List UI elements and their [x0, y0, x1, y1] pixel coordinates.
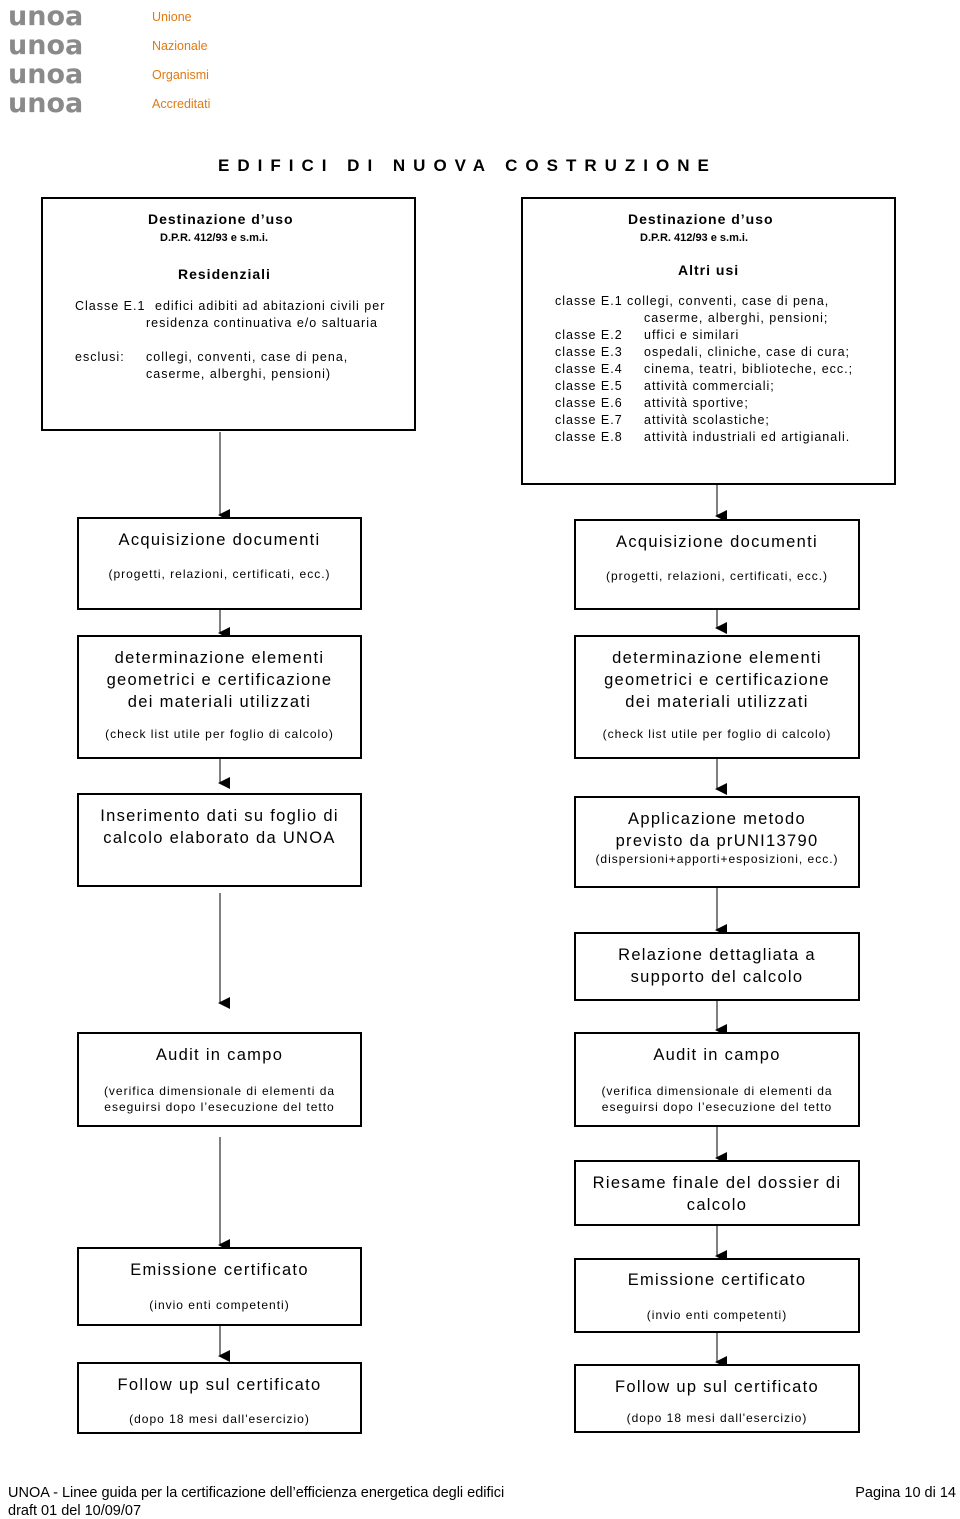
- step-title: calcolo: [686, 1196, 748, 1214]
- step-title: previsto da prUNI13790: [615, 832, 819, 850]
- step-title: determinazione elementi: [114, 649, 325, 667]
- step-applicazione-metodo: Applicazione metodo previsto da prUNI137…: [574, 796, 860, 888]
- class-label: classe E.3: [555, 345, 623, 359]
- logo-brand: unoa: [8, 59, 84, 90]
- other-use-box: Destinazione d’uso D.P.R. 412/93 e s.m.i…: [521, 197, 896, 485]
- step-note: (dispersioni+apporti+esposizioni, ecc.): [595, 852, 839, 866]
- step-title: Acquisizione documenti: [118, 531, 321, 549]
- step-title: dei materiali utilizzati: [625, 693, 809, 711]
- class-text: collegi, conventi, case di pena,: [627, 294, 830, 308]
- class-text: edifici adibiti ad abitazioni civili per: [155, 299, 386, 313]
- step-title: supporto del calcolo: [630, 968, 804, 986]
- step-note: eseguirsi dopo l’esecuzione del tetto: [104, 1100, 335, 1114]
- class-label: Classe E.1: [75, 299, 146, 313]
- class-text: ospedali, cliniche, case di cura;: [644, 345, 851, 359]
- box-reference: D.P.R. 412/93 e s.m.i.: [160, 232, 269, 244]
- residential-use-box: Destinazione d’uso D.P.R. 412/93 e s.m.i…: [41, 197, 416, 431]
- class-text: uffici e similari: [644, 328, 740, 342]
- class-text: attività sportive;: [644, 396, 749, 410]
- class-label: classe E.1: [555, 294, 623, 308]
- step-note: (check list utile per foglio di calcolo): [105, 727, 334, 741]
- category-label: Residenziali: [178, 266, 271, 282]
- step-note: (verifica dimensionale di elementi da: [103, 1084, 336, 1098]
- step-note: (dopo 18 mesi dall'esercizio): [129, 1412, 310, 1426]
- excluded-text: collegi, conventi, case di pena,: [146, 350, 349, 364]
- step-title: Audit in campo: [155, 1046, 284, 1064]
- step-title: Acquisizione documenti: [616, 533, 818, 551]
- step-title: Emissione certificato: [627, 1271, 807, 1289]
- step-note: (dopo 18 mesi dall'esercizio): [626, 1411, 808, 1425]
- class-text: cinema, teatri, biblioteche, ecc.;: [644, 362, 854, 376]
- logo-label-unione: Unione: [152, 10, 192, 24]
- category-label: Altri usi: [678, 262, 740, 278]
- step-audit-in-campo: Audit in campo (verifica dimensionale di…: [574, 1032, 860, 1127]
- step-title: geometrici e certificazione: [604, 671, 830, 689]
- step-relazione-dettagliata: Relazione dettagliata a supporto del cal…: [574, 932, 860, 1001]
- step-title: calcolo elaborato da UNOA: [103, 829, 336, 847]
- box-title: Destinazione d’uso: [148, 211, 294, 227]
- logo-row: unoa Nazionale: [8, 30, 208, 61]
- step-note: (verifica dimensionale di elementi da: [601, 1084, 833, 1098]
- step-follow-up: Follow up sul certificato (dopo 18 mesi …: [574, 1364, 860, 1433]
- step-title: Applicazione metodo: [628, 810, 806, 828]
- class-text: attività commerciali;: [644, 379, 775, 393]
- logo-label-accreditati: Accreditati: [152, 97, 211, 111]
- class-text: attività scolastiche;: [644, 413, 770, 427]
- step-emissione-certificato: Emissione certificato (invio enti compet…: [77, 1247, 362, 1326]
- class-text: caserme, alberghi, pensioni;: [644, 311, 829, 325]
- logo-brand: unoa: [8, 1, 84, 32]
- step-acquisizione-documenti: Acquisizione documenti (progetti, relazi…: [77, 517, 362, 610]
- class-text: residenza continuativa e/o saltuaria: [146, 316, 378, 330]
- excluded-label: esclusi:: [75, 350, 125, 364]
- step-title: Riesame finale del dossier di: [592, 1174, 842, 1192]
- step-note: (invio enti competenti): [646, 1308, 788, 1322]
- step-note: eseguirsi dopo l’esecuzione del tetto: [601, 1100, 833, 1114]
- step-note: (check list utile per foglio di calcolo): [602, 727, 832, 741]
- step-note: (progetti, relazioni, certificati, ecc.): [605, 569, 829, 583]
- logo-row: unoa Organismi: [8, 59, 209, 90]
- page-title: EDIFICI DI NUOVA COSTRUZIONE: [218, 156, 717, 175]
- class-label: classe E.5: [555, 379, 623, 393]
- logo-label-organismi: Organismi: [152, 68, 209, 82]
- step-title: determinazione elementi: [612, 649, 822, 667]
- class-text: attività industriali ed artigianali.: [644, 430, 851, 444]
- step-title: Follow up sul certificato: [615, 1378, 819, 1396]
- logo-row: unoa Accreditati: [8, 88, 211, 119]
- class-label: classe E.8: [555, 430, 623, 444]
- step-title: Follow up sul certificato: [117, 1376, 322, 1394]
- step-determinazione-elementi: determinazione elementi geometrici e cer…: [574, 635, 860, 759]
- step-inserimento-dati: Inserimento dati su foglio di calcolo el…: [77, 793, 362, 887]
- step-title: dei materiali utilizzati: [127, 693, 312, 711]
- step-title: Emissione certificato: [130, 1261, 309, 1279]
- class-label: classe E.7: [555, 413, 623, 427]
- box-title: Destinazione d’uso: [628, 211, 774, 227]
- logo-brand: unoa: [8, 30, 84, 61]
- step-note: (progetti, relazioni, certificati, ecc.): [108, 567, 331, 581]
- step-acquisizione-documenti: Acquisizione documenti (progetti, relazi…: [574, 519, 860, 610]
- box-reference: D.P.R. 412/93 e s.m.i.: [640, 232, 749, 244]
- class-label: classe E.4: [555, 362, 623, 376]
- excluded-text: caserme, alberghi, pensioni): [146, 367, 332, 381]
- step-emissione-certificato: Emissione certificato (invio enti compet…: [574, 1258, 860, 1333]
- step-follow-up: Follow up sul certificato (dopo 18 mesi …: [77, 1362, 362, 1434]
- step-note: (invio enti competenti): [149, 1298, 290, 1312]
- footer-page-number: Pagina 10 di 14: [855, 1485, 956, 1501]
- logo-label-nazionale: Nazionale: [152, 39, 208, 53]
- step-determinazione-elementi: determinazione elementi geometrici e cer…: [77, 635, 362, 759]
- footer-draft: draft 01 del 10/09/07: [8, 1503, 142, 1519]
- step-title: Audit in campo: [653, 1046, 781, 1064]
- step-title: Inserimento dati su foglio di: [100, 807, 339, 825]
- footer-document-title: UNOA - Linee guida per la certificazione…: [8, 1485, 505, 1501]
- class-label: classe E.2: [555, 328, 623, 342]
- logo-brand: unoa: [8, 88, 84, 119]
- step-audit-in-campo: Audit in campo (verifica dimensionale di…: [77, 1032, 362, 1127]
- step-title: geometrici e certificazione: [106, 671, 333, 689]
- step-title: Relazione dettagliata a: [618, 946, 816, 964]
- step-riesame-finale: Riesame finale del dossier di calcolo: [574, 1160, 860, 1226]
- class-label: classe E.6: [555, 396, 623, 410]
- logo-row: unoa Unione: [8, 1, 192, 32]
